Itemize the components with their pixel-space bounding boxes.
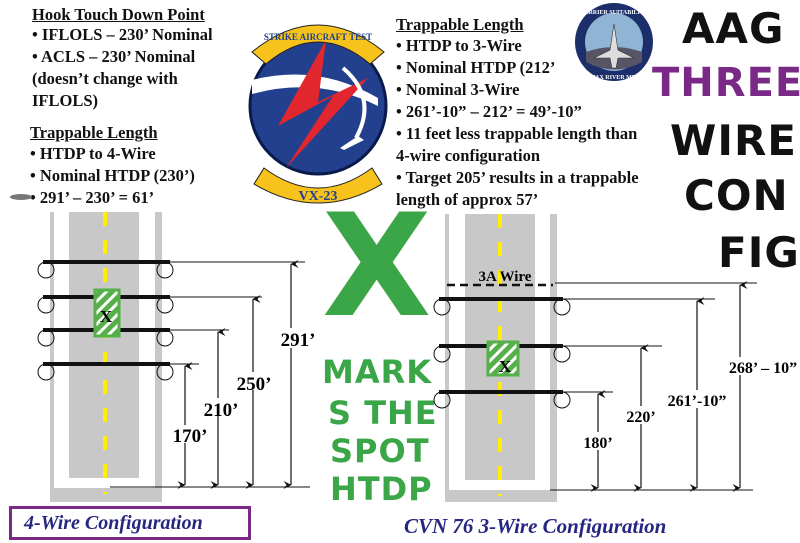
bullet: • 261’-10” – 212’ = 49’-10” — [396, 102, 582, 121]
dim-label: 291’ — [281, 330, 316, 351]
bullet: • HTDP to 4-Wire — [30, 144, 156, 163]
trappable-heading-right: Trappable Length — [396, 15, 524, 34]
bullet: IFLOLS) — [32, 91, 99, 110]
wire-3a-label: 3A Wire — [479, 269, 532, 285]
three-wire-caption: CVN 76 3-Wire Configuration — [404, 514, 667, 538]
x-mark-art: X — [322, 184, 433, 349]
mark-art-line: SPOT — [330, 432, 430, 470]
bullet: • 291’ – 230’ = 61’ — [30, 188, 155, 207]
mark-art-line: S THE — [328, 394, 438, 432]
bullet: • HTDP to 3-Wire — [396, 36, 522, 55]
bullet: • Nominal 3-Wire — [396, 80, 520, 99]
bullet: • Nominal HTDP (230’) — [30, 166, 195, 185]
title-art-line: AAG — [682, 4, 785, 53]
bullet: • Nominal HTDP (212’ — [396, 58, 556, 77]
mark-art-line: HTDP — [330, 470, 433, 508]
four-wire-caption: 4-Wire Configuration — [9, 506, 251, 540]
htdp-marker — [486, 340, 520, 377]
title-art-line: CON — [684, 171, 789, 220]
bullet: 4-wire configuration — [396, 146, 541, 165]
bullet: • IFLOLS – 230’ Nominal — [32, 25, 213, 44]
bullet: • 11 feet less trappable length than — [396, 124, 638, 143]
three-wire-runway: 3A Wire X 180’ 220’ 261’-10” 268’ – 10” — [433, 214, 800, 502]
carrier-suitability-logo: CARRIER SUITABILITY PAX RIVER MD — [575, 3, 653, 81]
vx23-name-text: VX-23 — [299, 189, 338, 204]
bullet: • ACLS – 230’ Nominal — [32, 47, 196, 66]
dim-label: 170’ — [173, 426, 208, 447]
four-wire-runway: X 170’ 210’ 250’ 291’ — [37, 212, 316, 502]
dim-label: 261’-10” — [668, 393, 727, 410]
dim-label: 220’ — [626, 409, 655, 426]
vx23-patch-logo: STRIKE AIRCRAFT TEST VX-23 — [244, 24, 392, 204]
title-art-line: THREE — [652, 60, 800, 106]
vx23-banner-text: STRIKE AIRCRAFT TEST — [264, 32, 372, 42]
trappable-heading-left: Trappable Length — [30, 123, 158, 142]
htdp-heading: Hook Touch Down Point — [32, 5, 205, 24]
bullet-pointer-icon — [10, 194, 32, 200]
title-art-line: WIRE — [670, 116, 797, 165]
htdp-marker-label: X — [499, 357, 512, 376]
dim-label: 210’ — [204, 400, 239, 421]
htdp-marker — [93, 288, 121, 338]
mark-art-line: MARK — [322, 353, 433, 391]
bullet: • Target 205’ results in a trappable — [396, 168, 639, 187]
dim-label: 250’ — [237, 374, 272, 395]
dim-label: 180’ — [583, 435, 612, 452]
bullet: length of approx 57’ — [396, 190, 539, 209]
carrier-top-text: CARRIER SUITABILITY — [580, 10, 649, 16]
title-art-line: FIG — [718, 228, 800, 277]
dim-label: 268’ – 10” — [729, 360, 797, 377]
carrier-bottom-text: PAX RIVER MD — [592, 75, 637, 81]
htdp-marker-label: X — [100, 307, 113, 326]
bullet: (doesn’t change with — [32, 69, 178, 88]
